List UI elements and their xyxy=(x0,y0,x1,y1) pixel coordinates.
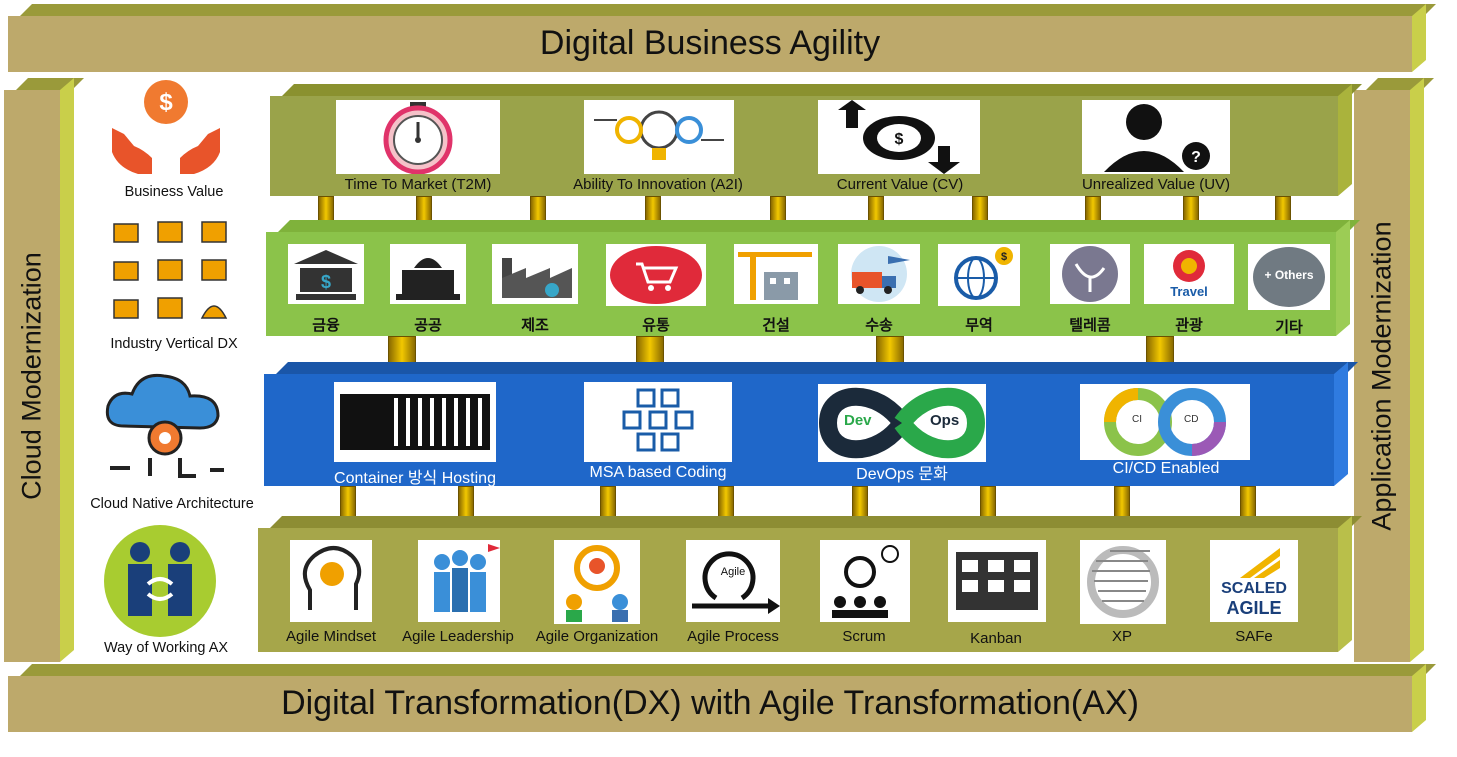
side-label-cloud-native: Cloud Native Architecture xyxy=(90,496,254,512)
cart-icon xyxy=(606,244,706,306)
kanban-board-icon xyxy=(948,540,1046,622)
cloud-label: Container 방식 Hosting xyxy=(334,470,496,487)
svg-text:$: $ xyxy=(159,89,173,116)
left-pillar-title: Cloud Modernization xyxy=(16,252,47,500)
crane-icon xyxy=(734,244,818,304)
industry-label: 텔레콤 xyxy=(1069,317,1111,334)
value-label: Ability To Innovation (A2I) xyxy=(573,176,743,193)
stopwatch-icon xyxy=(336,100,500,175)
person-question-icon: ? xyxy=(1082,100,1230,174)
industry-label: 유통 xyxy=(642,317,670,334)
agile-label: Agile Process xyxy=(687,628,779,645)
industry-label: 제조 xyxy=(521,317,549,334)
others-icon: + Others xyxy=(1248,244,1330,310)
devops-ops-badge: Ops xyxy=(930,412,960,429)
top-banner: Digital Business Agility xyxy=(8,16,1412,72)
agile-label: Kanban xyxy=(970,630,1022,647)
agile-label: Agile Mindset xyxy=(285,628,377,645)
capitol-icon xyxy=(390,244,466,304)
container-icon xyxy=(334,382,496,462)
industry-layer: $ 금융 공공 제조 유통 건설 수송 $ 무역 텔레콤 Travel 관광 +… xyxy=(266,232,1336,336)
factory-icon xyxy=(492,244,578,304)
agile-badge: Agile xyxy=(720,566,746,578)
cloud-layer: Container 방식 Hosting MSA based Coding De… xyxy=(264,374,1334,487)
bottom-banner: Digital Transformation(DX) with Agile Tr… xyxy=(8,676,1412,732)
right-pillar-title: Application Modernization xyxy=(1366,221,1397,531)
side-label-way-of-working: Way of Working AX xyxy=(103,640,229,656)
agile-label: Agile Leadership xyxy=(402,628,514,645)
agile-label: XP xyxy=(1111,628,1132,645)
cloud-label: CI/CD Enabled xyxy=(1112,460,1220,477)
top-banner-title: Digital Business Agility xyxy=(539,24,881,62)
side-label-business-value: Business Value xyxy=(124,184,224,200)
money-hands-icon: $ xyxy=(104,76,228,182)
devops-loop-icon: Dev Ops xyxy=(818,384,986,462)
agile-cycle-icon: Agile xyxy=(686,540,780,622)
safe-badge-line1: SCALED xyxy=(1221,580,1287,597)
bank-icon: $ xyxy=(288,244,364,304)
industry-label: 관광 xyxy=(1175,317,1203,334)
left-pillar: Cloud Modernization xyxy=(4,90,60,662)
way-of-working-icon xyxy=(102,524,218,638)
industry-label: 무역 xyxy=(965,317,993,334)
svg-text:?: ? xyxy=(1191,149,1201,166)
side-label-industry: Industry Vertical DX xyxy=(110,336,238,352)
right-pillar: Application Modernization xyxy=(1354,90,1410,662)
devops-dev-badge: Dev xyxy=(844,412,872,429)
truck-plane-icon xyxy=(838,244,920,304)
bottom-banner-title: Digital Transformation(DX) with Agile Tr… xyxy=(281,684,1139,722)
head-bulb-icon xyxy=(290,540,372,622)
ci-badge: CI xyxy=(1132,414,1142,425)
lightbulb-gear-icon xyxy=(584,100,734,174)
agile-label: SAFe xyxy=(1235,628,1273,645)
industry-label: 건설 xyxy=(762,317,790,334)
travel-badge: Travel xyxy=(1170,284,1208,299)
svg-text:$: $ xyxy=(321,272,331,292)
travel-icon: Travel xyxy=(1144,244,1234,304)
industry-label: 공공 xyxy=(414,317,442,334)
value-layer: Time To Market (T2M) Ability To Innovati… xyxy=(270,96,1338,196)
scrum-icon xyxy=(820,540,910,622)
cd-badge: CD xyxy=(1184,414,1199,425)
cloud-label: MSA based Coding xyxy=(589,464,727,481)
team-flag-icon xyxy=(418,540,500,622)
dollar-coin-icon: $ xyxy=(818,100,980,174)
agile-label: Agile Organization xyxy=(535,628,659,645)
industry-label: 기타 xyxy=(1275,319,1303,336)
xp-cycle-icon xyxy=(1080,540,1166,624)
value-label: Current Value (CV) xyxy=(836,176,964,193)
globe-trade-icon: $ xyxy=(938,244,1020,306)
cicd-loop-icon: CI CD xyxy=(1080,384,1250,460)
scaled-agile-icon: SCALED AGILE xyxy=(1210,540,1298,622)
agile-label: Scrum xyxy=(842,628,886,645)
svg-text:$: $ xyxy=(895,131,904,148)
safe-badge-line2: AGILE xyxy=(1226,598,1282,618)
industry-label: 수송 xyxy=(865,317,893,334)
org-gear-icon xyxy=(554,540,640,624)
cloud-gear-icon xyxy=(100,366,230,484)
svg-text:$: $ xyxy=(1001,251,1007,263)
agile-layer: Agile Mindset Agile Leadership Agile Org… xyxy=(258,528,1338,652)
satellite-dish-icon xyxy=(1050,244,1130,304)
cubes-icon xyxy=(584,382,732,462)
others-badge: + Others xyxy=(1264,268,1314,282)
value-label: Time To Market (T2M) xyxy=(344,176,492,193)
industry-icons-grid xyxy=(110,218,234,330)
cloud-label: DevOps 문화 xyxy=(856,466,948,483)
industry-label: 금융 xyxy=(312,317,340,334)
value-label: Unrealized Value (UV) xyxy=(1081,176,1231,193)
